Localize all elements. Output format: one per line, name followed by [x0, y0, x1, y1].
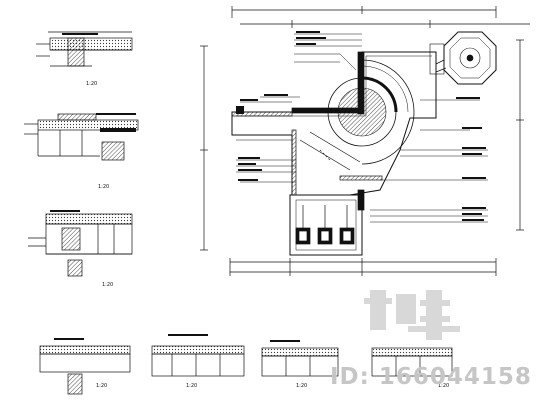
leader-lines-right — [370, 99, 488, 223]
section-detail-bottom-3 — [261, 340, 339, 377]
section-detail-top — [36, 31, 133, 67]
main-floor-plan — [200, 6, 530, 276]
caption-section-b: 1:20 — [98, 184, 110, 190]
annotation-text-bars — [236, 31, 486, 221]
caption-section-a: 1:20 — [86, 81, 98, 87]
caption-section-e: 1:20 — [186, 383, 198, 389]
caption-section-g: 1:20 — [438, 383, 450, 389]
caption-section-f: 1:20 — [296, 383, 308, 389]
caption-section-d: 1:20 — [96, 383, 108, 389]
section-detail-bottom-2 — [151, 334, 245, 377]
leader-lines-top — [294, 33, 362, 71]
caption-section-c: 1:20 — [102, 282, 114, 288]
section-detail-bottom-4 — [371, 347, 453, 377]
watermark-logo — [364, 290, 460, 340]
leader-lines-left — [236, 96, 300, 183]
watermark-id: ID: 166044158 — [330, 364, 532, 390]
section-detail-middle — [24, 113, 139, 161]
section-detail-lower — [28, 210, 133, 277]
section-detail-bottom-1 — [39, 338, 131, 395]
